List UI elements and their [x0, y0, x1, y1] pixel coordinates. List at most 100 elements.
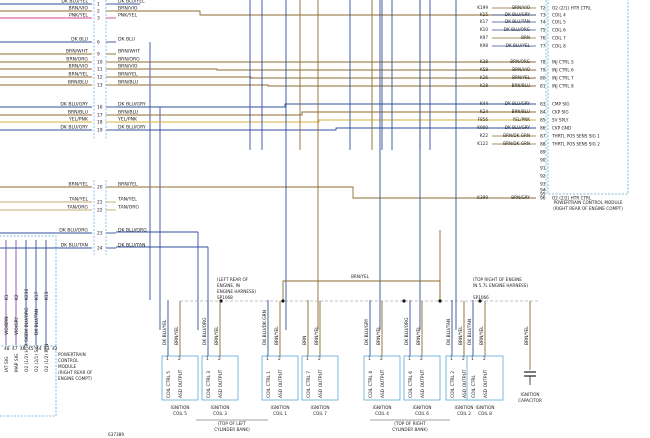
pcm-pin-function: INJ CTRL 5: [552, 60, 574, 65]
coil-wire-label: DK BLU/GRY: [364, 318, 370, 345]
pcm-pin-number: 72: [540, 6, 546, 12]
coil-pin-label: COIL CTRL 3: [206, 371, 212, 398]
pin-left: 17: [97, 113, 103, 119]
pcm-pin-wire: BRN/GRY: [511, 195, 530, 200]
wire-label-left: YEL/PNK: [68, 117, 89, 123]
pcm-pin-wire: DK BLU/TAN: [505, 19, 530, 24]
left-pcm-pin: 46: [20, 346, 26, 352]
pcm-pin-function: INJ CTRL 6: [552, 68, 574, 73]
figure-id: 637389: [108, 432, 124, 437]
coil-pin-number: 2: [380, 356, 383, 362]
left-pcm-wire: VIO/GRY: [14, 317, 20, 335]
coil-pin-label: ASD OUTPUT: [178, 369, 184, 398]
coil-pin-label: ASD OUTPUT: [318, 369, 324, 398]
coil-wire-label: DK BLU/DK GRN: [262, 310, 268, 345]
wire-to-pcm: [116, 186, 536, 199]
coil-wire-label: BRN/YEL: [174, 326, 180, 345]
pcm-pin-wire: YEL/PNK: [512, 117, 531, 122]
pcm-pin-number: 84: [540, 110, 546, 116]
coil-pin-number: 1: [368, 356, 371, 362]
coil-pin-number: 2: [483, 356, 486, 362]
left-pcm-label-1: POWERTRAIN: [58, 352, 86, 357]
wire-label-left: BRN/VIO: [69, 6, 89, 12]
coil-pin-label: COIL CTRL 7: [306, 371, 312, 398]
left-pcm-func: O2 (2/1) SIG: [34, 344, 40, 372]
pcm-pin-number: 83: [540, 102, 546, 108]
splice-right-id: SP1066: [473, 295, 489, 300]
coil-name: IGNITION: [210, 405, 229, 410]
splice-left-label-2: ENGINE, IN: [217, 283, 240, 288]
pcm-pin-function: 5V SPLY: [552, 118, 569, 123]
splice-left-label-1: (LEFT REAR OF: [217, 277, 249, 282]
pcm-pin-number: 86: [540, 126, 546, 132]
wire-label-mid: DK BLU/GRY: [118, 102, 146, 108]
coil-name-num: COIL 8: [478, 411, 492, 416]
wire-to-pcm: [116, 119, 536, 123]
coil-wire-label: DK BLU/YEL: [162, 319, 168, 345]
pcm-pin-number: 74: [540, 20, 546, 26]
left-pcm-pin: 47: [12, 346, 18, 352]
coil-wire-label: BRN/YEL: [458, 326, 464, 345]
pcm-pin-code: K15: [480, 12, 488, 17]
pcm-pin-number: 87: [540, 134, 546, 140]
coil-wire-label: BRN/YEL: [274, 326, 280, 345]
wire-label-mid: BRN/VIO: [118, 6, 138, 12]
pcm-right-connector-box: [547, 0, 629, 195]
pcm-pin-code: K17: [480, 19, 488, 24]
splice-left-label-3: ENGINE HARNESS): [217, 289, 256, 294]
wire-label-left: DK BLU/TAN: [61, 243, 88, 249]
splice-left-id: SP1068: [217, 295, 233, 300]
pcm-pin-wire: BRN/YEL: [512, 75, 531, 80]
left-pcm-wire: DK BLU/ORG: [24, 307, 30, 335]
pcm-pin-number: 95: [540, 192, 546, 198]
wire-label-left: BRN/YEL: [68, 182, 88, 188]
pcm-pin-function: THRTL POS SENS SIG 1: [551, 134, 600, 139]
pcm-pin-number: 94: [540, 188, 546, 194]
wire-label-left: DK BLU/GRY: [60, 102, 88, 108]
splice-dot: [438, 299, 442, 303]
pcm-pin-function: INJ CTRL 7: [552, 76, 574, 81]
bank-left-label-1: (TOP OF LEFT: [218, 421, 247, 426]
left-pcm-code: K1: [4, 294, 10, 300]
coil-wire-label: BRN/YEL: [214, 326, 220, 345]
left-pcm-pin: 48: [4, 346, 10, 352]
capacitor-name-1: IGNITION: [520, 392, 539, 397]
bank-right-label-2: CYLINDER BANK): [392, 427, 428, 432]
wire-label-mid: BRN/VIO: [118, 64, 138, 70]
pcm-pin-number: 79: [540, 68, 546, 74]
coil-name: IGNITION: [270, 405, 289, 410]
wire-label-mid: PNK/YEL: [118, 13, 137, 19]
pcm-pin-function: COIL 4: [552, 13, 566, 18]
wire-to-pcm: [116, 127, 536, 131]
wire-label-mid: BRN/WHT: [118, 49, 140, 55]
pin-left: 22: [97, 208, 103, 214]
coil-body: [161, 355, 199, 401]
pin-left: 19: [97, 128, 103, 134]
pin-left: 9: [97, 52, 100, 58]
coil-body: [403, 355, 441, 401]
wire-label-left: BRN/BLU: [68, 110, 88, 116]
splice-right-label-1: (TOP RIGHT OF ENGINE: [473, 277, 522, 282]
pin-left: 20: [97, 185, 103, 191]
coil-body: [201, 355, 239, 401]
pin-left: 2: [97, 9, 100, 15]
coil-name: IGNITION: [412, 405, 431, 410]
splice-dot: [478, 299, 482, 303]
wire-label-left: TAN/ORG: [66, 205, 88, 211]
coil-pin-label: ASD OUTPUT: [462, 369, 468, 398]
coil-pin-number: 2: [462, 356, 465, 362]
coil-name: IGNITION: [170, 405, 189, 410]
left-pcm-label-5: ENGINE COMPT): [58, 376, 92, 381]
pcm-pin-number: 73: [540, 13, 546, 19]
splice-dot: [281, 299, 285, 303]
pcm-pin-code: K199: [477, 5, 488, 10]
coil-name-num: COIL 7: [313, 411, 327, 416]
pcm-pin-number: 85: [540, 118, 546, 124]
pcm-pin-wire: BRN/BLU: [512, 83, 530, 88]
coil-pin-label: COIL CTRL 6: [408, 371, 414, 398]
wire-label-left: TAN/YEL: [68, 197, 88, 203]
coil-pin-number: 1: [166, 356, 169, 362]
pcm-pin-code: K38: [480, 59, 488, 64]
pcm-pin-code: K900: [477, 125, 488, 130]
wire-label-left: BRN/VIO: [69, 64, 89, 70]
